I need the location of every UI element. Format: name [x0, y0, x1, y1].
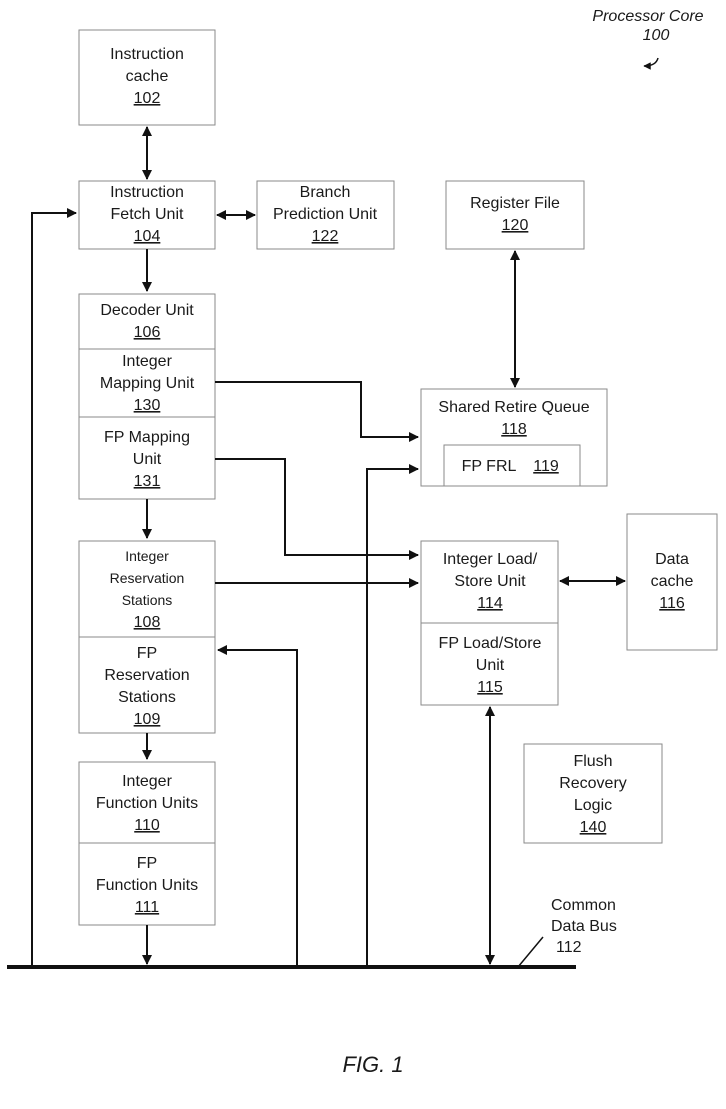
- integer-mapping-unit-label-1: Integer: [122, 353, 172, 370]
- fp-mapping-unit-label-1: FP Mapping: [104, 429, 190, 446]
- fp-mapping-unit-box: [78, 416, 216, 500]
- flush-recovery-logic-box: [523, 743, 663, 844]
- fp-reservation-stations-box: [78, 636, 216, 734]
- block-fp-frl: FP FRL 119: [443, 444, 581, 487]
- branch-prediction-label-1: Branch: [300, 184, 351, 201]
- integer-reservation-stations-label-1: Integer: [125, 548, 169, 564]
- fp-frl-label: FP FRL: [462, 458, 517, 475]
- block-integer-function-units: Integer Function Units 110: [78, 761, 216, 844]
- branch-prediction-box: [256, 180, 395, 250]
- fp-frl-ref: 119: [533, 458, 559, 475]
- fetch-unit-ref: 104: [134, 228, 161, 245]
- fp-reservation-stations-label-3: Stations: [118, 689, 176, 706]
- fp-mapping-unit-ref: 131: [134, 473, 161, 490]
- diagram-title: Processor Core 100: [592, 8, 704, 70]
- flush-recovery-logic-label-3: Logic: [574, 797, 612, 814]
- data-cache-ref: 116: [659, 595, 685, 612]
- integer-load-store-unit-ref: 114: [477, 595, 503, 612]
- bus-ref: 112: [556, 939, 582, 956]
- arrow-bus-fetch: [31, 208, 77, 967]
- branch-prediction-ref: 122: [312, 228, 339, 245]
- instruction-cache-label-2: cache: [126, 68, 169, 85]
- integer-reservation-stations-ref: 108: [134, 614, 161, 631]
- block-data-cache: Data cache 116: [626, 513, 718, 651]
- instruction-cache-box: [78, 29, 216, 126]
- title-pointer-arrow: [643, 57, 659, 70]
- decoder-unit-label: Decoder Unit: [100, 302, 194, 319]
- block-decoder-unit: Decoder Unit 106: [78, 293, 216, 350]
- register-file-box: [445, 180, 585, 250]
- arrow-bus-fpres: [217, 645, 298, 967]
- title-ref: 100: [643, 27, 670, 44]
- integer-function-units-label-2: Function Units: [96, 795, 198, 812]
- fp-load-store-unit-label-2: Unit: [476, 657, 505, 674]
- block-flush-recovery-logic: Flush Recovery Logic 140: [523, 743, 663, 844]
- block-fp-load-store-unit: FP Load/Store Unit 115: [420, 622, 559, 706]
- fp-reservation-stations-label-2: Reservation: [104, 667, 189, 684]
- flush-recovery-logic-label-1: Flush: [573, 753, 612, 770]
- bus-leader-line: [517, 936, 544, 968]
- block-integer-load-store-unit: Integer Load/ Store Unit 114: [420, 540, 559, 624]
- decoder-unit-box: [78, 293, 216, 350]
- fp-load-store-unit-box: [420, 622, 559, 706]
- integer-load-store-unit-label-1: Integer Load/: [443, 551, 538, 568]
- block-fp-mapping-unit: FP Mapping Unit 131: [78, 416, 216, 500]
- data-cache-label-2: cache: [651, 573, 694, 590]
- block-register-file: Register File 120: [445, 180, 585, 250]
- title-text: Processor Core: [592, 8, 703, 25]
- connections: [31, 126, 626, 967]
- integer-reservation-stations-label-2: Reservation: [110, 570, 185, 586]
- integer-function-units-label-1: Integer: [122, 773, 172, 790]
- shared-retire-queue-ref: 118: [501, 421, 527, 438]
- register-file-ref: 120: [502, 217, 529, 234]
- decoder-unit-ref: 106: [134, 324, 161, 341]
- integer-load-store-unit-label-2: Store Unit: [454, 573, 526, 590]
- common-data-bus: Common Data Bus 112: [7, 897, 617, 969]
- fp-function-units-label-2: Function Units: [96, 877, 198, 894]
- shared-retire-queue-label: Shared Retire Queue: [438, 399, 589, 416]
- arrow-fpmap-intls: [215, 458, 419, 560]
- block-fetch-unit: Instruction Fetch Unit 104: [78, 180, 216, 250]
- data-cache-box: [626, 513, 718, 651]
- fp-load-store-unit-ref: 115: [477, 679, 503, 696]
- integer-load-store-unit-box: [420, 540, 559, 624]
- integer-mapping-unit-ref: 130: [134, 397, 161, 414]
- integer-reservation-stations-label-3: Stations: [122, 592, 173, 608]
- figure-label: FIG. 1: [342, 1052, 403, 1077]
- fp-mapping-unit-label-2: Unit: [133, 451, 162, 468]
- block-integer-mapping-unit: Integer Mapping Unit 130: [78, 348, 216, 418]
- fp-function-units-label-1: FP: [137, 855, 157, 872]
- register-file-label: Register File: [470, 195, 560, 212]
- fp-frl-box: [443, 444, 581, 487]
- integer-mapping-unit-box: [78, 348, 216, 418]
- fp-function-units-ref: 111: [135, 899, 159, 916]
- integer-mapping-unit-label-2: Mapping Unit: [100, 375, 195, 392]
- flush-recovery-logic-ref: 140: [580, 819, 607, 836]
- bus-label-2: Data Bus: [551, 918, 617, 935]
- integer-reservation-stations-box: [78, 540, 216, 638]
- block-fp-function-units: FP Function Units 111: [78, 842, 216, 926]
- bus-label-1: Common: [551, 897, 616, 914]
- arrow-intmap-retire: [215, 381, 419, 442]
- fp-reservation-stations-label-1: FP: [137, 645, 157, 662]
- fp-load-store-unit-label-1: FP Load/Store: [439, 635, 542, 652]
- block-instruction-cache: Instruction cache 102: [78, 29, 216, 126]
- fetch-unit-label-2: Fetch Unit: [111, 206, 184, 223]
- fetch-unit-label-1: Instruction: [110, 184, 184, 201]
- block-fp-reservation-stations: FP Reservation Stations 109: [78, 636, 216, 734]
- arrow-bus-retire: [366, 464, 419, 967]
- flush-recovery-logic-label-2: Recovery: [559, 775, 627, 792]
- branch-prediction-label-2: Prediction Unit: [273, 206, 378, 223]
- data-cache-label-1: Data: [655, 551, 689, 568]
- block-branch-prediction: Branch Prediction Unit 122: [256, 180, 395, 250]
- fp-function-units-box: [78, 842, 216, 926]
- fetch-unit-box: [78, 180, 216, 250]
- fp-reservation-stations-ref: 109: [134, 711, 161, 728]
- integer-function-units-ref: 110: [134, 817, 160, 834]
- instruction-cache-ref: 102: [134, 90, 161, 107]
- block-integer-reservation-stations: Integer Reservation Stations 108: [78, 540, 216, 638]
- instruction-cache-label-1: Instruction: [110, 46, 184, 63]
